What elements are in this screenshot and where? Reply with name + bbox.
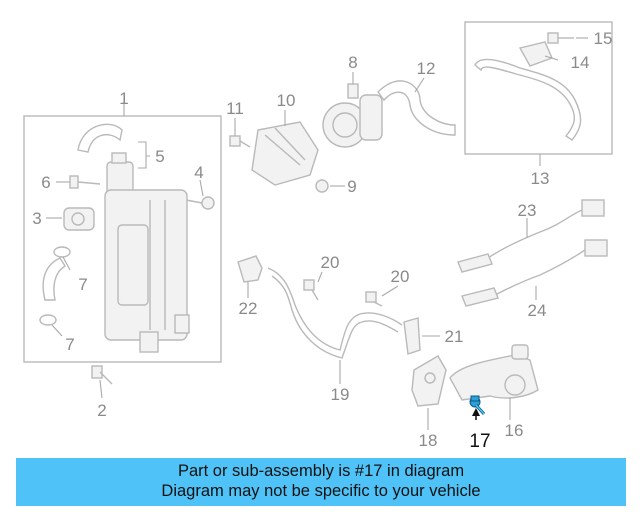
callout-7-lower: 7	[65, 335, 74, 354]
part-3-valve	[63, 207, 95, 231]
callout-1: 1	[119, 89, 128, 108]
part-7-clip-upper	[53, 246, 71, 258]
callout-21: 21	[445, 327, 464, 346]
part-pump	[322, 94, 383, 148]
part-10-bracket	[251, 121, 319, 186]
callout-11: 11	[226, 99, 244, 118]
callout-22: 22	[239, 299, 258, 318]
callout-2: 2	[97, 401, 106, 420]
part-20-bolt-right	[365, 291, 383, 307]
part-6-bolt	[69, 175, 101, 189]
part-19-tube	[267, 267, 403, 351]
part-17-bolt-highlighted[interactable]	[469, 395, 486, 415]
callout-19: 19	[331, 385, 350, 404]
part-20-bolt-left	[303, 279, 319, 301]
part-16-valve	[449, 344, 539, 401]
part-12-hose	[377, 80, 456, 136]
callout-7-upper: 7	[78, 275, 87, 294]
callout-9: 9	[347, 177, 356, 196]
part-2-bolt	[91, 365, 113, 385]
part-7-clip-lower	[39, 314, 57, 326]
part-18-gasket	[411, 355, 447, 407]
callout-17-highlighted: 17	[469, 431, 490, 452]
callout-10: 10	[277, 91, 296, 110]
part-8-screw	[347, 83, 359, 99]
part-19-tube-inner	[271, 275, 399, 359]
info-banner: Part or sub-assembly is #17 in diagram D…	[16, 458, 626, 506]
leader-lines	[46, 37, 588, 430]
callout-5: 5	[155, 147, 164, 166]
callout-3: 3	[32, 209, 41, 228]
part-13-hose	[474, 58, 582, 141]
part-24-sensor	[461, 239, 608, 307]
part-23-sensor	[457, 199, 605, 273]
part-charcoal-canister	[104, 189, 190, 353]
callout-4: 4	[194, 163, 203, 182]
callout-13: 13	[531, 169, 550, 188]
part-hose-lower	[42, 257, 66, 301]
callout-20-left: 20	[321, 253, 340, 272]
part-18-hole	[424, 372, 436, 384]
parts-diagram: 1 2 3 4 5 6 7 7 8 9 10 11 12 13 14 15 16…	[23, 21, 613, 452]
callout-23: 23	[518, 201, 537, 220]
part-9-nut	[315, 179, 329, 193]
hose-group-frame	[464, 21, 613, 155]
callout-16: 16	[505, 421, 524, 440]
callout-12: 12	[417, 59, 436, 78]
part-15-bolt	[547, 32, 574, 44]
callout-24: 24	[528, 301, 547, 320]
callout-6: 6	[41, 173, 50, 192]
callout-8: 8	[348, 53, 357, 72]
part-11-bolt	[229, 135, 251, 148]
part-14-fitting	[518, 41, 553, 67]
callout-15: 15	[594, 29, 613, 48]
callout-14: 14	[571, 53, 590, 72]
part-21-clip	[403, 317, 421, 355]
banner-line-part: Part or sub-assembly is #17 in diagram	[177, 462, 465, 480]
canister-group-frame	[23, 115, 222, 363]
part-22-bracket	[237, 255, 263, 283]
callout-20-right: 20	[391, 267, 410, 286]
banner-line-disclaimer: Diagram may not be specific to your vehi…	[161, 482, 481, 500]
part-4-bolt	[185, 196, 215, 210]
callout-18: 18	[419, 431, 438, 450]
